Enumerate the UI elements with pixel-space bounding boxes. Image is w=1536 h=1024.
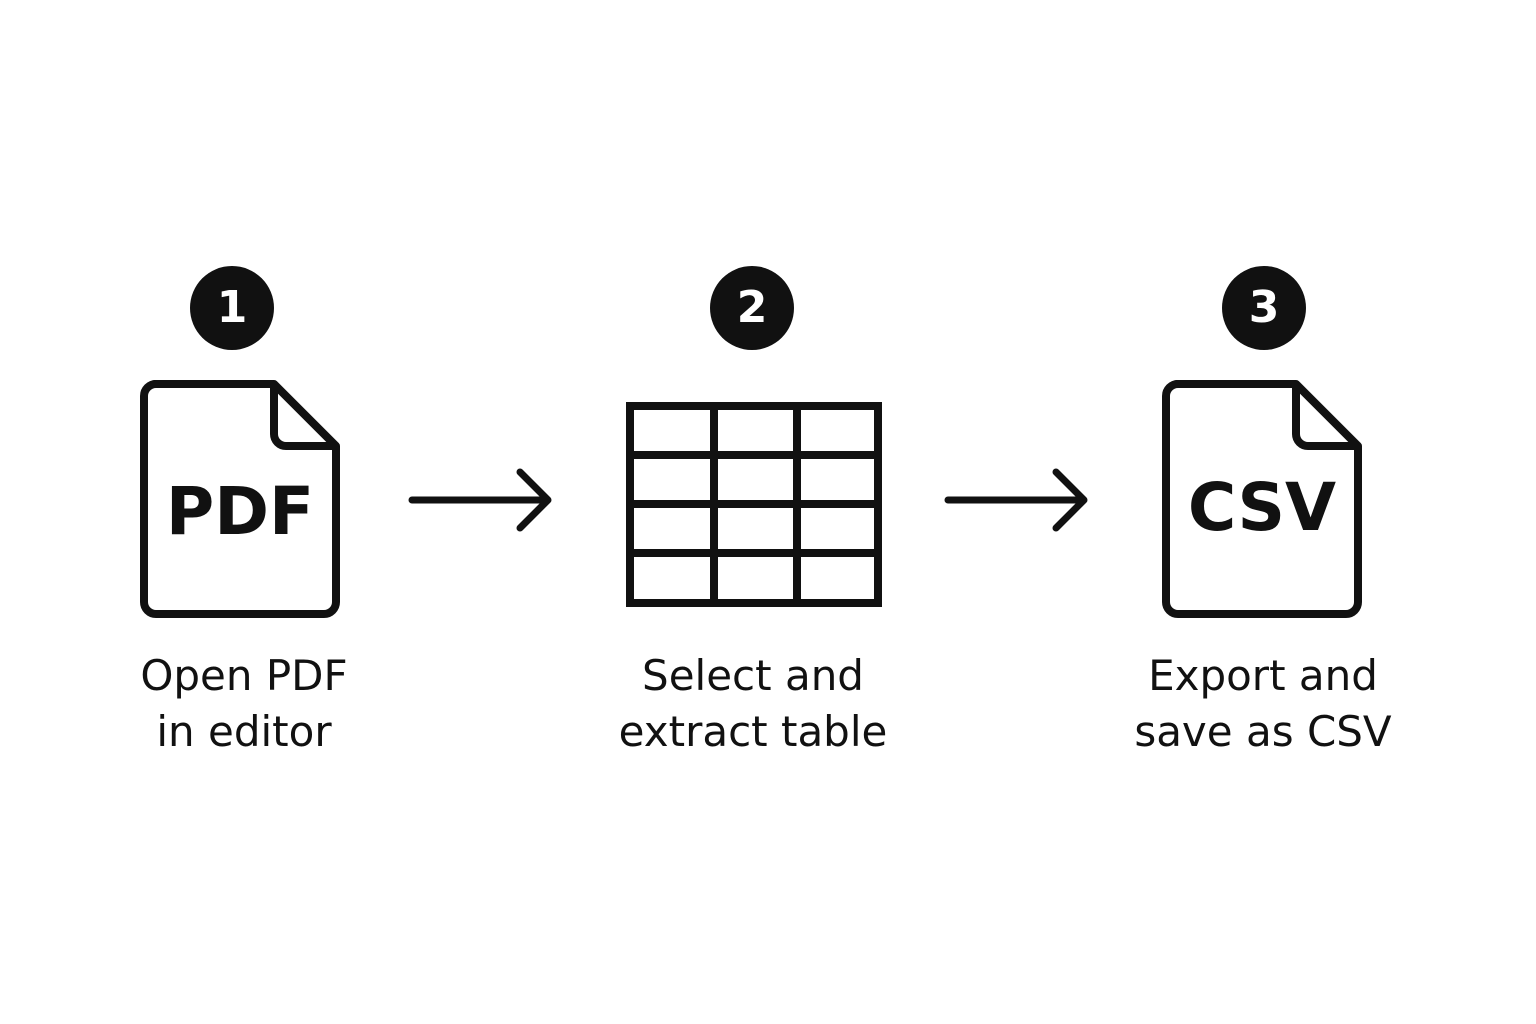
step-caption: Export and save as CSV [1083,648,1443,760]
table-grid-icon [626,402,882,607]
step-caption: Open PDF in editor [64,648,424,760]
arrow-right-icon [408,468,552,532]
pdf-icon-label: PDF [166,473,314,550]
step-number-badge: 1 [190,266,274,350]
step-caption-line: extract table [618,707,888,756]
step-number: 2 [736,282,768,333]
step-caption-line: Open PDF [140,651,348,700]
step-caption: Select and extract table [573,648,933,760]
step-caption-line: save as CSV [1134,707,1392,756]
step-caption-line: Select and [642,651,864,700]
step-number-badge: 2 [710,266,794,350]
step-caption-line: Export and [1148,651,1378,700]
step-number: 3 [1248,282,1280,333]
step-caption-line: in editor [156,707,332,756]
step-number: 1 [216,282,248,333]
csv-icon-label: CSV [1188,469,1336,546]
csv-file-icon: CSV [1162,380,1362,618]
step-number-badge: 3 [1222,266,1306,350]
arrow-right-icon [944,468,1088,532]
pdf-file-icon: PDF [140,380,340,618]
